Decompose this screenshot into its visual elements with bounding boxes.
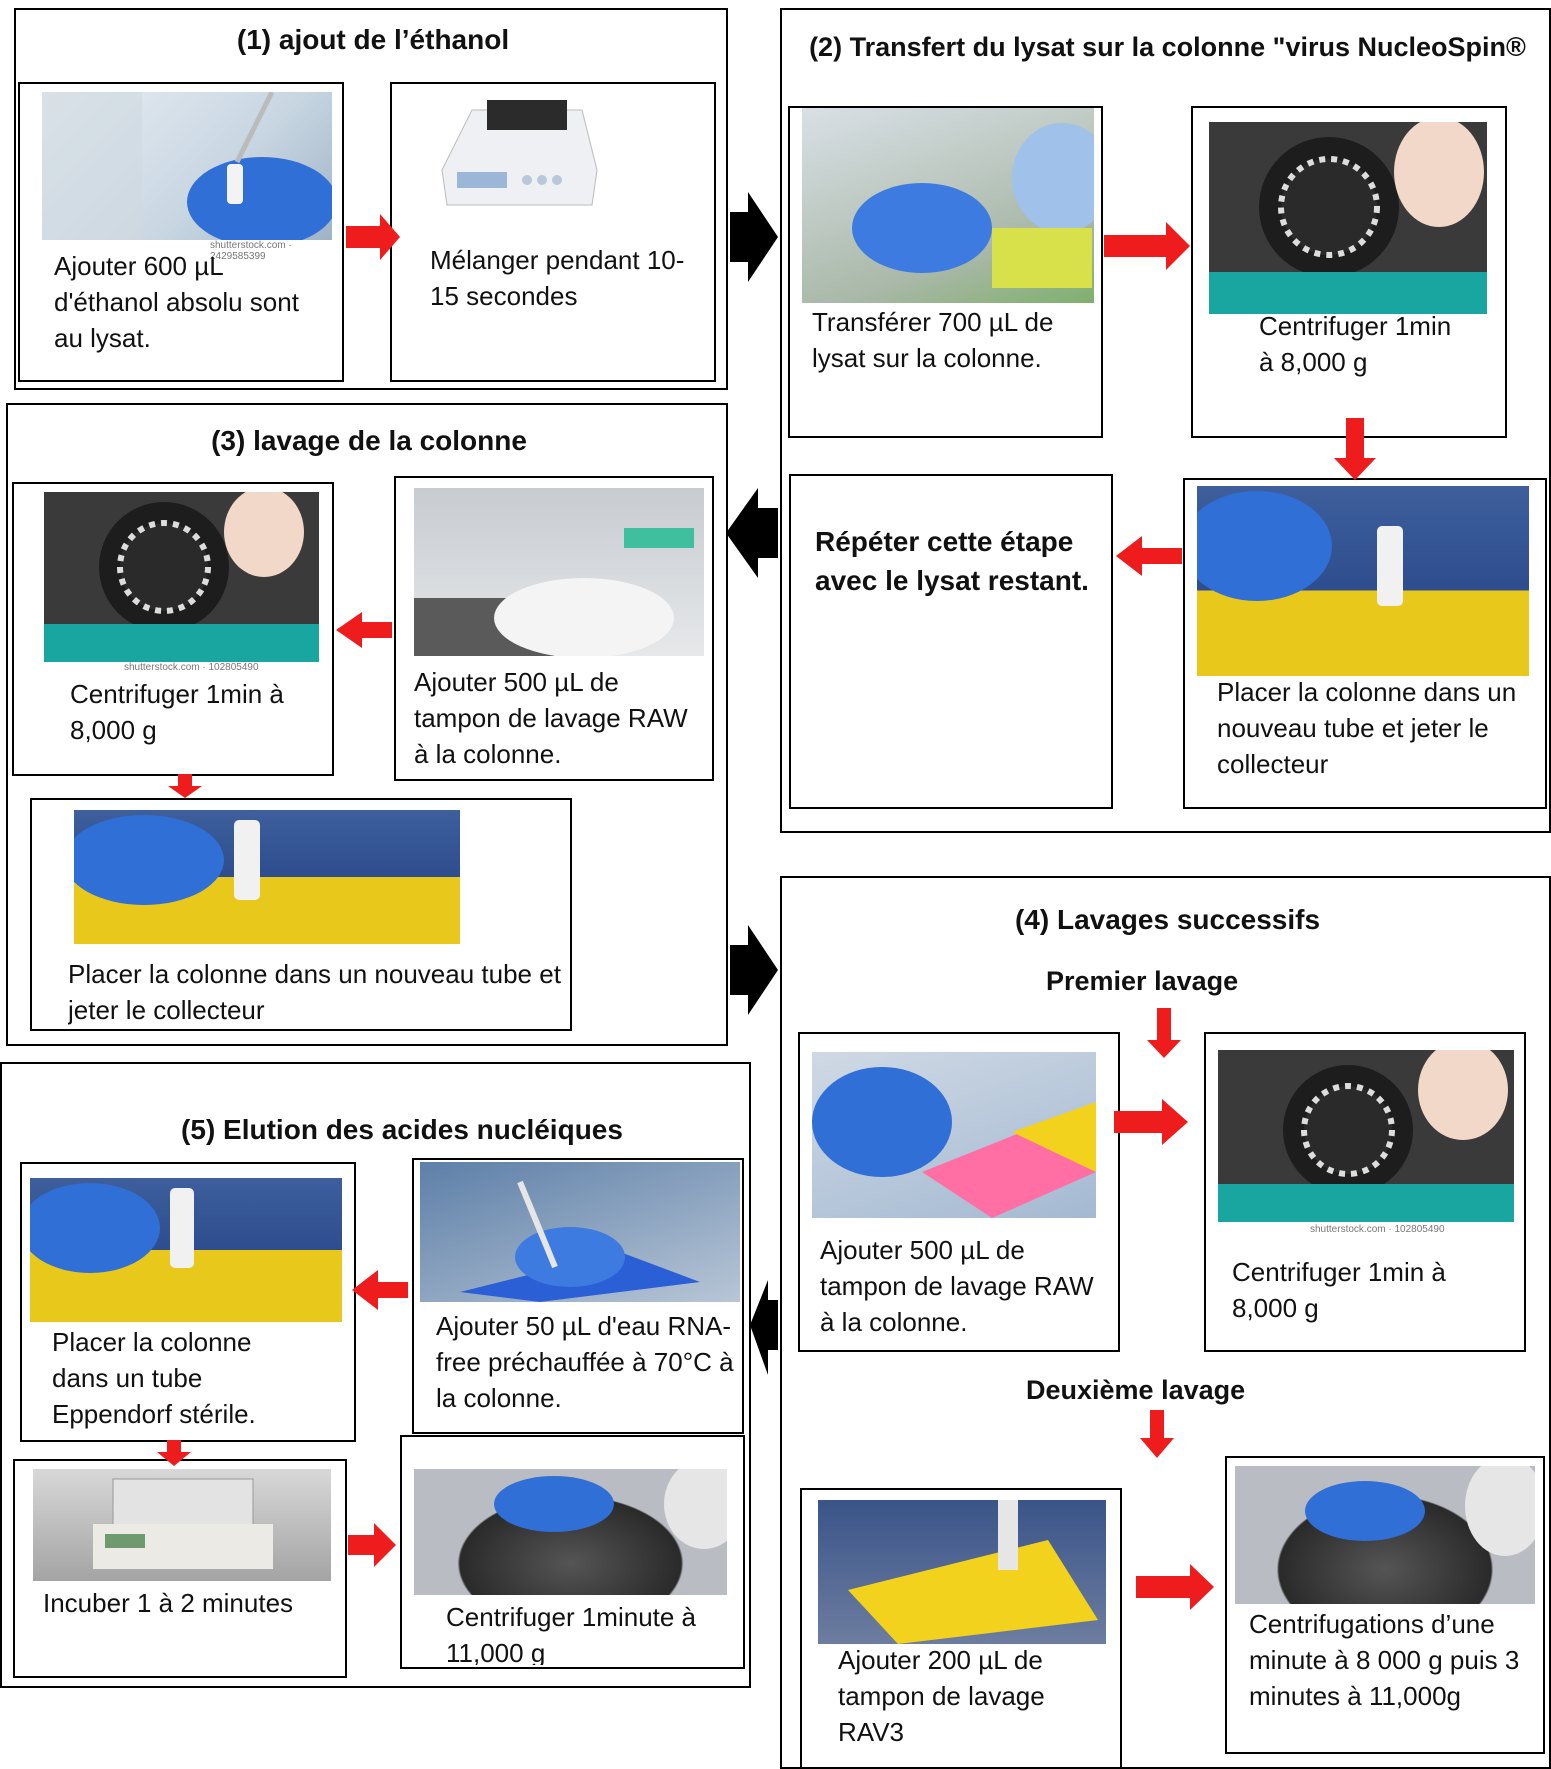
step-4d-text: Centrifugations d’une minute à 8 000 g p…	[1249, 1609, 1520, 1711]
step-3a-box: Ajouter 500 µL de tampon de lavage RAW à…	[394, 476, 714, 781]
step-2c-text: Placer la colonne dans un nouveau tube e…	[1217, 677, 1517, 779]
step-5b-text: Placer la colonne dans un tube Eppendorf…	[52, 1327, 256, 1429]
step-4b-text: Centrifuger 1min à 8,000 g	[1232, 1257, 1446, 1323]
step-3b-box: shutterstock.com · 102805490 Centrifuger…	[12, 482, 334, 776]
black-arrow-right	[730, 192, 778, 282]
photo-watermark: shutterstock.com · 2429585399	[210, 240, 292, 262]
step-5d-box: Centrifuger 1minute à 11,000 g	[400, 1435, 745, 1669]
photo-watermark: shutterstock.com · 102805490	[1310, 1224, 1445, 1235]
column-rack-photo	[1197, 486, 1529, 676]
step-1a-box: shutterstock.com · 2429585399 Ajouter 60…	[18, 82, 344, 382]
step-2a-box: Transférer 700 µL de lysat sur la colonn…	[788, 106, 1103, 438]
section-4-title: (4) Lavages successifs	[1014, 904, 1321, 935]
step-1a-text: Ajouter 600 µL d'éthanol absolu sont au …	[54, 251, 299, 353]
step-5a-text: Ajouter 50 µL d'eau RNA-free préchauffée…	[436, 1311, 734, 1413]
section-2-title: (2) Transfert du lysat sur la colonne "v…	[809, 32, 1526, 62]
first-wash-label: Premier lavage	[1046, 966, 1239, 996]
pipette-rack-photo	[812, 1052, 1096, 1218]
step-4c-text: Ajouter 200 µL de tampon de lavage RAV3	[838, 1645, 1045, 1747]
pipette-tube-photo	[42, 92, 332, 240]
step-1b-box: Mélanger pendant 10-15 secondes	[390, 82, 716, 382]
column-rack-photo-3	[30, 1178, 342, 1322]
step-2d-text: Répéter cette étape avec le lysat restan…	[815, 526, 1089, 596]
step-4c-box: Ajouter 200 µL de tampon de lavage RAV3	[800, 1488, 1122, 1769]
black-arrow-left	[750, 1280, 778, 1375]
column-rack-photo-2	[74, 810, 460, 944]
biosafety-cabinet-photo	[414, 488, 704, 656]
step-2d-box: Répéter cette étape avec le lysat restan…	[789, 474, 1113, 809]
step-3c-text: Placer la colonne dans un nouveau tube e…	[68, 959, 561, 1025]
centrifuge-photo-3	[1218, 1050, 1514, 1222]
centrifuge-open-photo	[1235, 1466, 1535, 1604]
incubator-photo	[33, 1469, 331, 1581]
step-5c-text: Incuber 1 à 2 minutes	[43, 1588, 294, 1618]
step-5a-box: Ajouter 50 µL d'eau RNA-free préchauffée…	[412, 1158, 744, 1434]
thermomixer-photo	[432, 90, 602, 218]
centrifuge-open-photo-2	[414, 1469, 727, 1595]
black-arrow-right	[730, 925, 778, 1015]
step-5d-text: Centrifuger 1minute à 11,000 g	[446, 1602, 697, 1665]
step-4a-text: Ajouter 500 µL de tampon de lavage RAW à…	[820, 1235, 1094, 1337]
step-3c-box: Placer la colonne dans un nouveau tube e…	[30, 798, 572, 1031]
step-4a-box: Ajouter 500 µL de tampon de lavage RAW à…	[798, 1032, 1120, 1352]
transfer-lysate-photo	[802, 108, 1094, 303]
centrifuge-photo-2	[44, 492, 319, 662]
step-5b-box: Placer la colonne dans un tube Eppendorf…	[20, 1162, 356, 1442]
section-1-title: (1) ajout de l’éthanol	[236, 24, 510, 55]
step-1b-text: Mélanger pendant 10-15 secondes	[430, 245, 685, 311]
yellow-rack-photo	[818, 1500, 1106, 1644]
step-5c-box: Incuber 1 à 2 minutes	[13, 1459, 347, 1678]
step-3b-text: Centrifuger 1min à 8,000 g	[70, 679, 284, 745]
second-wash-label: Deuxième lavage	[1026, 1375, 1246, 1405]
step-4b-box: shutterstock.com · 102805490 Centrifuger…	[1204, 1032, 1526, 1352]
section-5-title: (5) Elution des acides nucléiques	[181, 1114, 623, 1145]
step-3a-text: Ajouter 500 µL de tampon de lavage RAW à…	[414, 667, 688, 769]
photo-watermark: shutterstock.com · 102805490	[124, 662, 259, 673]
step-4d-box: Centrifugations d’une minute à 8 000 g p…	[1225, 1456, 1545, 1754]
section-3-title: (3) lavage de la colonne	[211, 425, 527, 456]
step-2b-box: Centrifuger 1min à 8,000 g	[1191, 106, 1507, 438]
step-2b-text: Centrifuger 1min à 8,000 g	[1259, 311, 1452, 377]
step-2a-text: Transférer 700 µL de lysat sur la colonn…	[812, 307, 1054, 373]
centrifuge-photo	[1209, 122, 1487, 314]
pipetting-plate-photo	[420, 1162, 740, 1302]
black-arrow-left	[726, 488, 778, 578]
step-2c-box: Placer la colonne dans un nouveau tube e…	[1183, 478, 1547, 809]
